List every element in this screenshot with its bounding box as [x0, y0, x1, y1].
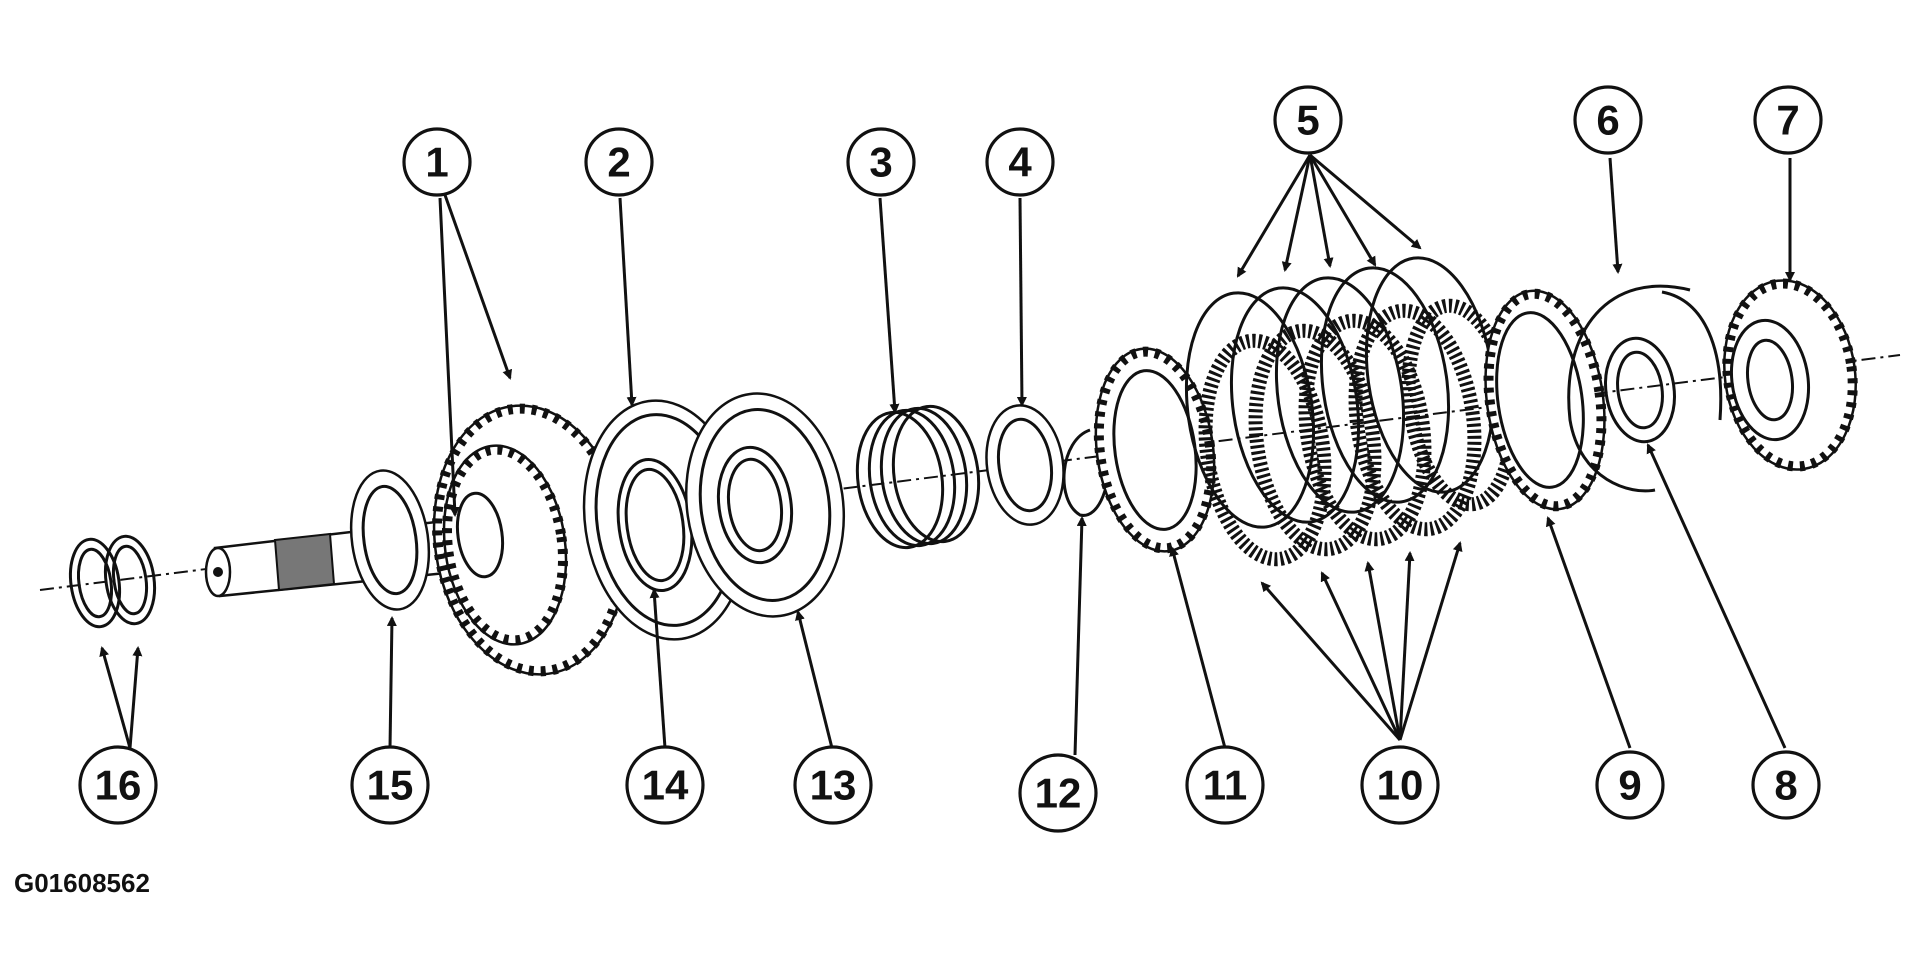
callout-14: 14 — [625, 745, 705, 825]
callout-6-label: 6 — [1596, 97, 1619, 144]
part-7-gear — [1722, 278, 1858, 472]
callout-5: 5 — [1273, 85, 1343, 155]
callout-8: 8 — [1751, 750, 1821, 820]
callout-2: 2 — [584, 127, 654, 197]
callout-9-label: 9 — [1618, 762, 1641, 809]
callout-12-label: 12 — [1035, 770, 1082, 817]
callout-10-label: 10 — [1377, 762, 1424, 809]
callout-11: 11 — [1185, 745, 1265, 825]
callout-16: 16 — [78, 745, 158, 825]
part-6-snap-ring — [1567, 284, 1723, 493]
callout-7: 7 — [1753, 85, 1823, 155]
part-3-spring — [855, 404, 981, 550]
callout-11-label: 11 — [1203, 762, 1247, 809]
callout-3: 3 — [846, 127, 916, 197]
callout-10: 10 — [1360, 745, 1440, 825]
callout-13-label: 13 — [810, 762, 857, 809]
part-13-piston — [684, 392, 846, 618]
callout-7-label: 7 — [1776, 97, 1799, 144]
part-16-snap-rings — [68, 534, 157, 629]
center-axis — [39, 354, 1901, 591]
figure-code: G01608562 — [14, 868, 150, 898]
callout-16-label: 16 — [95, 762, 142, 809]
callout-5-label: 5 — [1296, 97, 1319, 144]
callout-1: 1 — [402, 127, 472, 197]
part-9-plate — [1483, 288, 1607, 512]
callout-8-label: 8 — [1774, 762, 1797, 809]
callout-12: 12 — [1018, 753, 1098, 833]
callout-13: 13 — [793, 745, 873, 825]
callout-6: 6 — [1573, 85, 1643, 155]
callout-4: 4 — [985, 127, 1055, 197]
callout-4-label: 4 — [1008, 139, 1032, 186]
callout-2-label: 2 — [607, 139, 630, 186]
callout-14-label: 14 — [642, 762, 689, 809]
part-8-thrust-washer — [1604, 336, 1676, 444]
part-15-bearing — [349, 469, 431, 611]
part-4-retainer — [985, 404, 1065, 526]
callout-15-label: 15 — [367, 762, 414, 809]
callout-9: 9 — [1595, 750, 1665, 820]
callout-3-label: 3 — [869, 139, 892, 186]
callout-15: 15 — [350, 745, 430, 825]
callout-1-label: 1 — [425, 139, 448, 186]
leader-lines — [99, 153, 1795, 756]
clutch-pack — [1184, 256, 1519, 567]
